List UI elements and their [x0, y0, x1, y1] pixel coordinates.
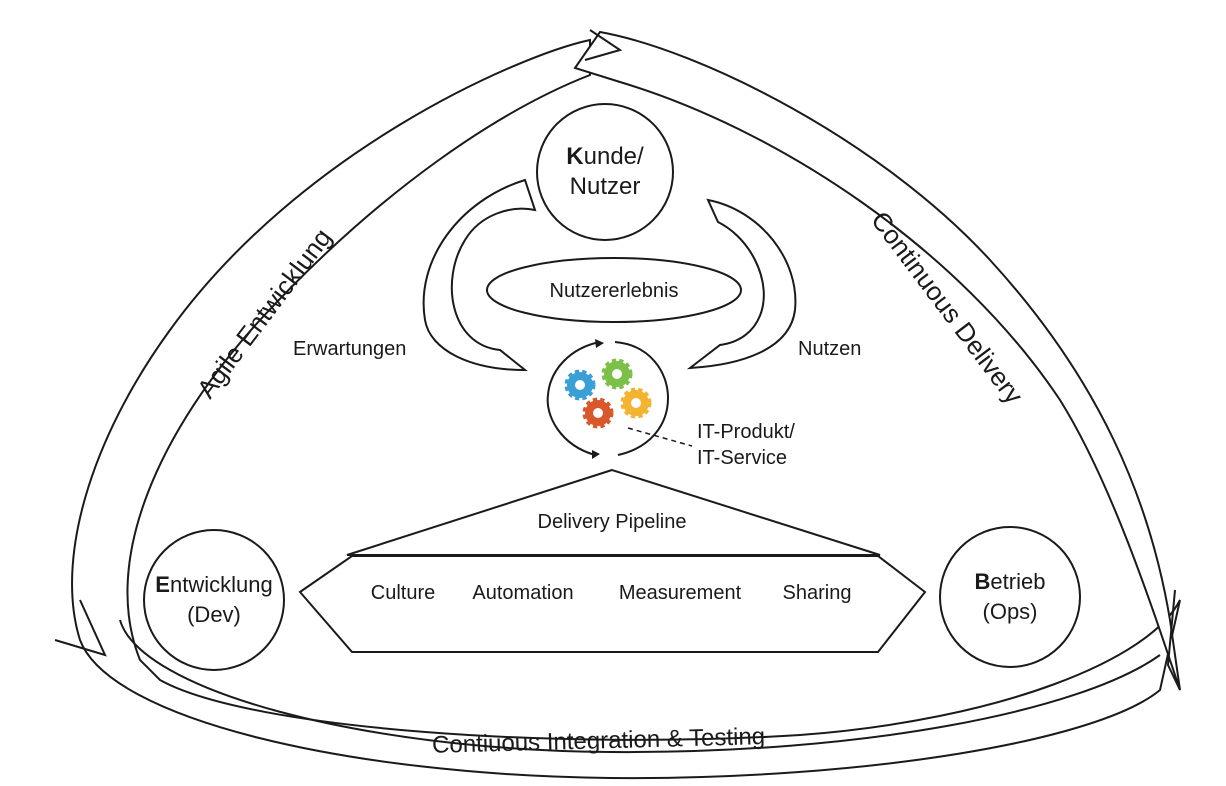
delivery-pipeline: Delivery Pipeline Culture Automation Mea… — [298, 468, 927, 653]
expectation-arrow — [422, 178, 537, 372]
operations-label-line2: (Ops) — [983, 599, 1038, 624]
pipeline-item-automation: Automation — [472, 582, 573, 604]
customer-label-rest: unde/ — [584, 143, 644, 170]
gear-blue-icon — [564, 369, 596, 401]
user-experience-ellipse: Nutzererlebnis — [486, 257, 742, 323]
customer-initial: K — [566, 143, 584, 170]
gear-cycle — [546, 339, 670, 459]
product-label-line2: IT-Service — [697, 447, 787, 469]
svg-text:Betrieb: Betrieb — [975, 569, 1046, 594]
development-label-line2: (Dev) — [187, 602, 241, 627]
svg-text:Entwicklung: Entwicklung — [155, 572, 272, 597]
pipeline-item-measurement: Measurement — [619, 582, 742, 604]
development-initial: E — [155, 572, 170, 597]
svg-text:Kunde/: Kunde/ — [566, 143, 644, 170]
pipeline-item-sharing: Sharing — [783, 582, 852, 604]
customer-node: Kunde/ Nutzer — [536, 103, 674, 241]
benefit-label: Nutzen — [798, 338, 861, 360]
gear-red-icon — [582, 397, 614, 429]
user-experience-label: Nutzererlebnis — [550, 280, 679, 302]
operations-node: Betrieb (Ops) — [939, 526, 1081, 668]
gear-yellow-icon — [620, 387, 652, 419]
outer-band — [54, 29, 1181, 780]
development-node: Entwicklung (Dev) — [143, 529, 285, 671]
gear-green-icon — [601, 358, 633, 390]
customer-label-line2: Nutzer — [570, 173, 641, 200]
pipeline-item-culture: Culture — [371, 582, 435, 604]
operations-label-rest: etrieb — [990, 569, 1045, 594]
pipeline-title: Delivery Pipeline — [538, 511, 687, 533]
operations-initial: B — [975, 569, 991, 594]
product-pointer — [627, 427, 693, 447]
expectations-label: Erwartungen — [293, 338, 406, 360]
development-label-rest: ntwicklung — [170, 572, 273, 597]
benefit-arrow — [686, 198, 797, 370]
product-label-line1: IT-Produkt/ — [697, 421, 795, 443]
